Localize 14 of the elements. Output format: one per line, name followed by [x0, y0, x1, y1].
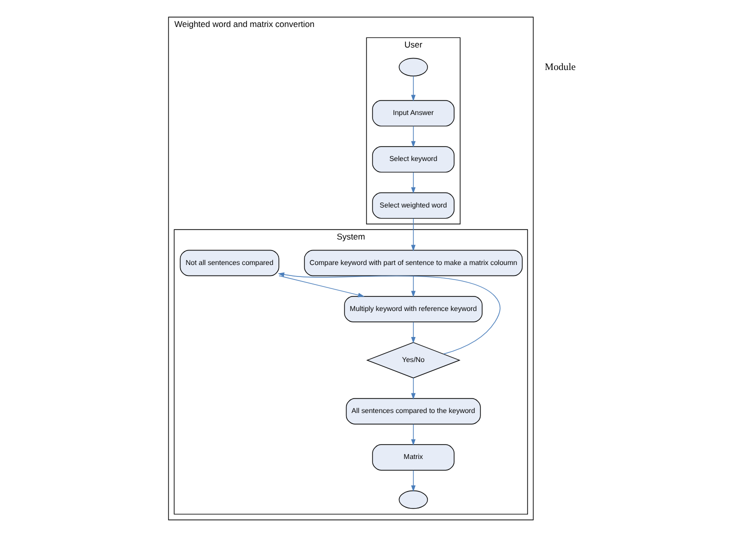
- arrow: [411, 378, 416, 400]
- arrow: [411, 172, 416, 194]
- arrow: [411, 76, 416, 102]
- node-circle: [398, 490, 428, 509]
- arrow: [411, 470, 416, 492]
- arrow: [411, 218, 416, 252]
- arrow: [278, 275, 364, 298]
- arrow: [411, 276, 416, 298]
- arrow: [411, 322, 416, 344]
- arrow: [411, 424, 416, 446]
- node-circle: [398, 58, 428, 76]
- arrow: [278, 272, 500, 354]
- label: Module: [544, 62, 576, 73]
- arrow: [411, 126, 416, 148]
